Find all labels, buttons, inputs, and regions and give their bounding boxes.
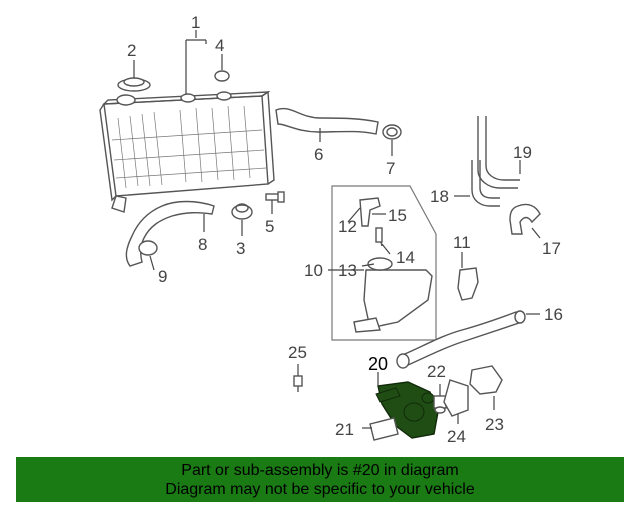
callout-16: 16 [544, 305, 563, 324]
callout-22: 22 [427, 362, 446, 381]
callout-3: 3 [236, 239, 245, 258]
callout-14: 14 [396, 248, 415, 267]
gasket-21-part [369, 417, 399, 441]
callout-24: 24 [447, 427, 466, 446]
hose-14-part [375, 227, 383, 247]
radiator-part [99, 90, 275, 213]
callout-25: 25 [288, 343, 307, 362]
reservoir-tank-part [353, 257, 433, 333]
callout-13: 13 [338, 261, 357, 280]
callout-15: 15 [388, 206, 407, 225]
water-outlet-assembly-part [375, 381, 439, 439]
sender-part [293, 375, 303, 392]
callout-21: 21 [335, 420, 354, 439]
info-banner: Part or sub-assembly is #20 in diagram D… [16, 457, 624, 502]
callout-11: 11 [453, 233, 471, 252]
callout-labels: 1 2 4 6 7 8 9 3 5 10 12 13 14 15 11 16 1… [127, 13, 563, 446]
callout-4: 4 [215, 36, 224, 55]
banner-line-1: Part or sub-assembly is #20 in diagram [181, 462, 459, 479]
bolt-part [265, 191, 285, 203]
bracket-part [231, 203, 253, 220]
upper-hose-part [275, 107, 379, 135]
thermostat-housing-part [469, 365, 503, 395]
bracket-12-part [359, 197, 381, 227]
banner-line-2: Diagram may not be specific to your vehi… [165, 481, 475, 498]
bracket-11-part [457, 267, 479, 301]
hose-clamp-9-part [138, 240, 158, 256]
elbow-hose-part [509, 203, 541, 235]
callout-9: 9 [158, 267, 167, 286]
radiator-cap-part [117, 77, 151, 92]
callout-12: 12 [338, 217, 357, 236]
callout-5: 5 [265, 217, 274, 236]
callout-18: 18 [430, 187, 449, 206]
callout-10: 10 [304, 261, 323, 280]
leader-lines [133, 30, 541, 429]
sensor-part [433, 395, 447, 414]
callout-20: 20 [368, 354, 388, 374]
bypass-pipe-part [471, 160, 500, 207]
callout-8: 8 [198, 235, 207, 254]
lower-hose-part [125, 200, 215, 267]
callout-6: 6 [314, 145, 323, 164]
callout-19: 19 [513, 143, 532, 162]
callout-7: 7 [386, 159, 395, 178]
callout-1: 1 [191, 13, 200, 32]
hose-clamp-part [382, 124, 402, 140]
plug-part [214, 70, 230, 82]
callout-23: 23 [485, 415, 504, 434]
gasket-24-part [443, 379, 469, 417]
callout-2: 2 [127, 41, 136, 60]
parts-diagram: 1 2 4 6 7 8 9 3 5 10 12 13 14 15 11 16 1… [99, 13, 563, 446]
callout-17: 17 [542, 239, 561, 258]
